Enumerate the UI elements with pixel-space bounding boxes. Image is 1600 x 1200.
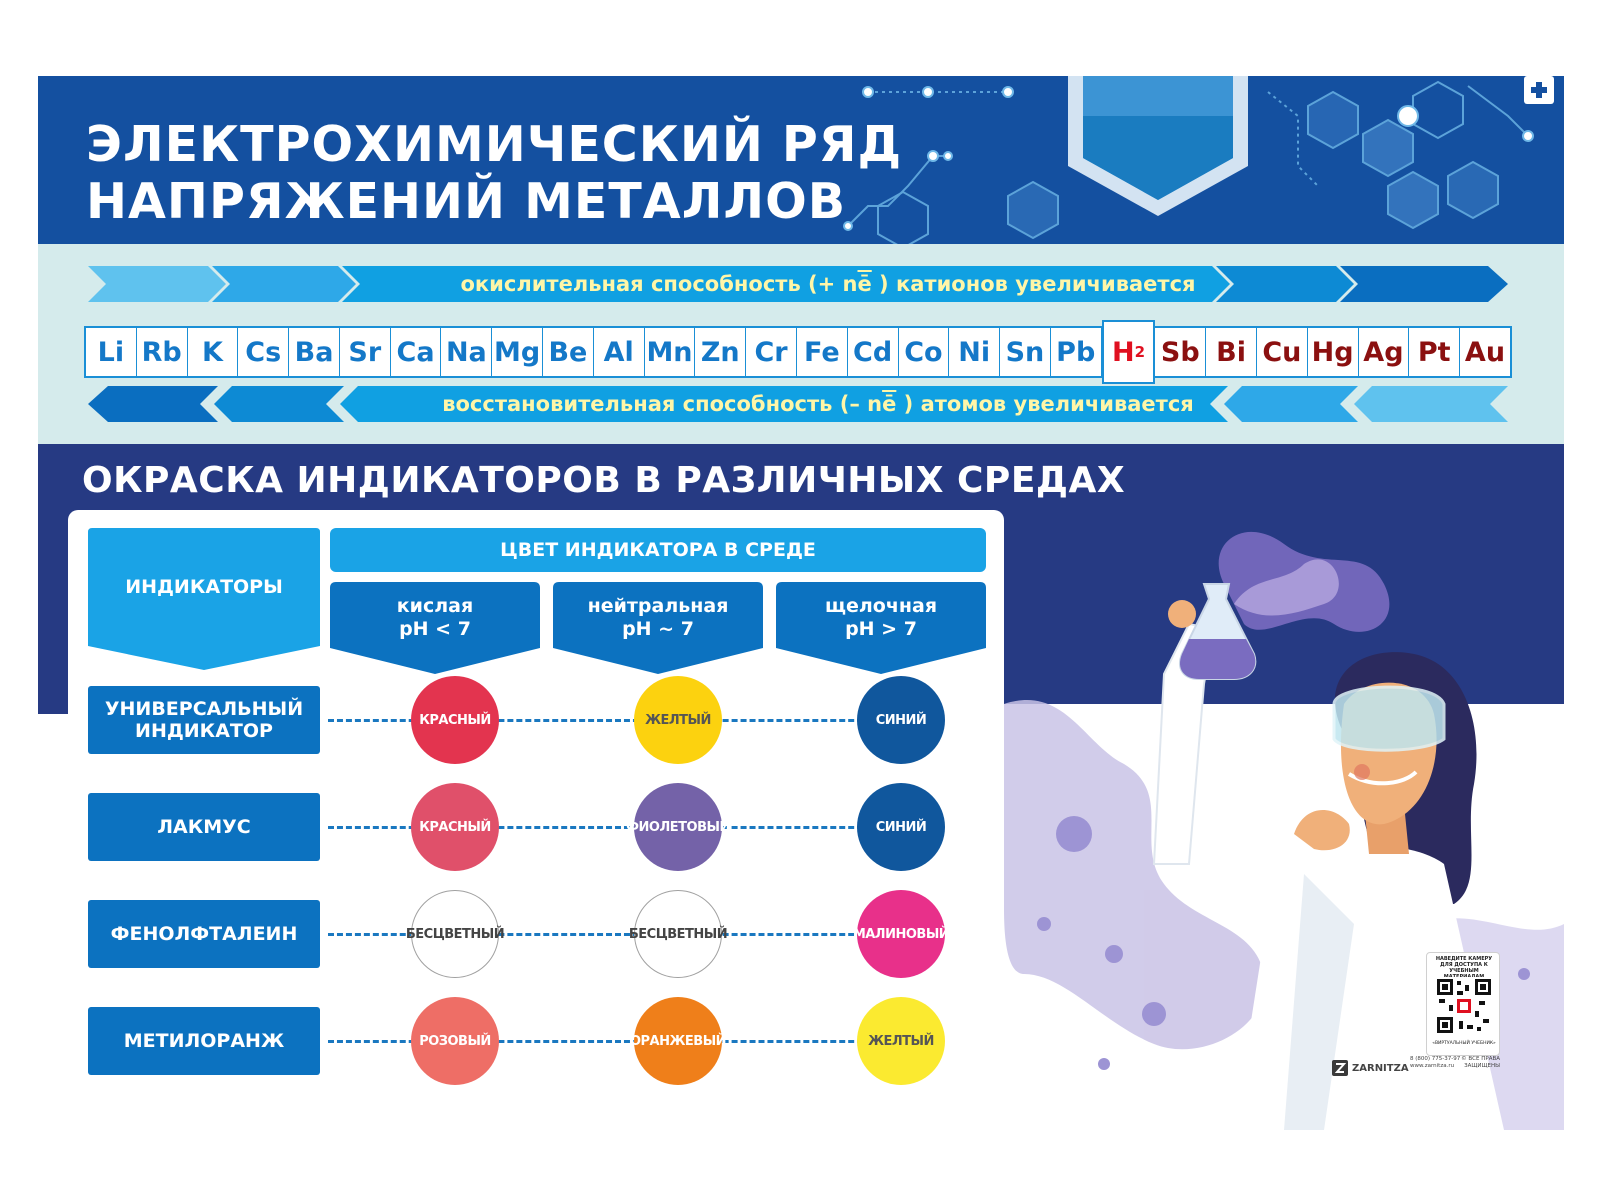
metal-hg: Hg: [1308, 328, 1359, 376]
metal-pb: Pb: [1051, 328, 1102, 376]
brand-name: ZARNITZA: [1352, 1062, 1409, 1074]
metal-ni: Ni: [949, 328, 1001, 376]
header: ЭЛЕКТРОХИМИЧЕСКИЙ РЯД НАПРЯЖЕНИЙ МЕТАЛЛО…: [38, 76, 1564, 244]
indicators-header-shape: [88, 528, 320, 670]
metal-cs: Cs: [238, 328, 290, 376]
row-connector: [328, 933, 908, 936]
color-dot: БЕСЦВЕТНЫЙ: [406, 890, 505, 978]
indicators-header-label: ИНДИКАТОРЫ: [125, 576, 283, 598]
metal-zn: Zn: [695, 328, 747, 376]
phone: 8 (800) 775-37-97: [1410, 1056, 1461, 1062]
metal-ba: Ba: [289, 328, 340, 376]
metal-cu: Cu: [1257, 328, 1308, 376]
indicator-name: ФЕНОЛФТАЛЕИН: [88, 900, 320, 968]
row-connector: [328, 1040, 908, 1043]
color-dot: КРАСНЫЙ: [411, 783, 499, 871]
metal-al: Al: [594, 328, 645, 376]
left-arrows-graphic: [88, 386, 1508, 422]
page-title: ЭЛЕКТРОХИМИЧЕСКИЙ РЯД НАПРЯЖЕНИЙ МЕТАЛЛО…: [86, 116, 902, 230]
env-alkaline-ph: pH > 7: [845, 618, 917, 640]
indicators-header: ИНДИКАТОРЫ: [88, 528, 320, 670]
metal-sb: Sb: [1155, 328, 1207, 376]
hexagon-decor: [843, 76, 1554, 244]
indicator-color-header: ЦВЕТ ИНДИКАТОРА В СРЕДЕ: [330, 528, 986, 572]
metal-sn: Sn: [1000, 328, 1051, 376]
left-backdrop: [38, 714, 68, 1130]
zarnitza-logo-icon: [1332, 1060, 1348, 1076]
env-acidic-name: кислая: [396, 595, 474, 617]
row-connector: [328, 719, 908, 722]
metal-fe: Fe: [797, 328, 848, 376]
title-line-1: ЭЛЕКТРОХИМИЧЕСКИЙ РЯД: [86, 116, 903, 173]
indicator-name: УНИВЕРСАЛЬНЫЙ ИНДИКАТОР: [88, 686, 320, 754]
row-connector: [328, 826, 908, 829]
color-dot: РОЗОВЫЙ: [411, 997, 499, 1085]
rights: © ВСЕ ПРАВА ЗАЩИЩЕНЫ: [1461, 1056, 1500, 1069]
brand[interactable]: ZARNITZA: [1332, 1060, 1409, 1076]
color-dot: КРАСНЫЙ: [411, 676, 499, 764]
indicator-name: ЛАКМУС: [88, 793, 320, 861]
metal-k: K: [188, 328, 239, 376]
color-dot: ЖЕЛТЫЙ: [634, 676, 722, 764]
metal-sr: Sr: [340, 328, 391, 376]
indicator-row: МЕТИЛОРАНЖ РОЗОВЫЙ ОРАНЖЕВЫЙ ЖЕЛТЫЙ: [88, 997, 986, 1085]
metal-na: Na: [441, 328, 493, 376]
metal-mn: Mn: [645, 328, 696, 376]
qr-block[interactable]: НАВЕДИТЕ КАМЕРУ ДЛЯ ДОСТУПА К УЧЕБНЫМ МА…: [1426, 952, 1500, 1056]
metal-au: Au: [1464, 336, 1506, 368]
scientist-illustration: [1004, 531, 1564, 1130]
color-dot: ОРАНЖЕВЫЙ: [630, 997, 727, 1085]
metal-cd: Cd: [848, 328, 899, 376]
color-dot: СИНИЙ: [857, 783, 945, 871]
color-dot: СИНИЙ: [857, 676, 945, 764]
indicator-row: УНИВЕРСАЛЬНЫЙ ИНДИКАТОР КРАСНЫЙ ЖЕЛТЫЙ СИНИ…: [88, 676, 986, 764]
oxidizing-arrow: окислительная способность (+ nē ) катион…: [88, 266, 1508, 302]
color-dot: БЕСЦВЕТНЫЙ: [629, 890, 728, 978]
title-line-2: НАПРЯЖЕНИЙ МЕТАЛЛОВ: [86, 173, 847, 230]
indicators-title: ОКРАСКА ИНДИКАТОРОВ В РАЗЛИЧНЫХ СРЕДАХ: [82, 460, 1126, 501]
color-dot: ЖЕЛТЫЙ: [857, 997, 945, 1085]
color-dot: ФИОЛЕТОВЫЙ: [626, 783, 730, 871]
reducing-arrow: восстановительная способность (– nē ) ат…: [88, 386, 1508, 422]
indicator-name: МЕТИЛОРАНЖ: [88, 1007, 320, 1075]
metal-ag: Ag: [1359, 328, 1410, 376]
oxidizing-arrow-label: окислительная способность (+ nē ) катион…: [460, 272, 1196, 296]
metal-pt: Pt: [1409, 328, 1461, 376]
indicator-row: ФЕНОЛФТАЛЕИН БЕСЦВЕТНЫЙ БЕСЦВЕТНЫЙ МАЛИНОВЫ…: [88, 890, 986, 978]
indicator-row: ЛАКМУС КРАСНЫЙ ФИОЛЕТОВЫЙ СИНИЙ: [88, 783, 986, 871]
metal-co: Co: [899, 328, 950, 376]
right-arrows-graphic: [88, 266, 1508, 302]
color-dot: МАЛИНОВЫЙ: [853, 890, 950, 978]
metal-be: Be: [543, 328, 594, 376]
metal-li: Li: [86, 328, 137, 376]
hydrogen-symbol: H: [1111, 336, 1135, 368]
indicators-section: ОКРАСКА ИНДИКАТОРОВ В РАЗЛИЧНЫХ СРЕДАХ И…: [38, 444, 1564, 1130]
qr-code[interactable]: [1435, 977, 1493, 1035]
poster: ЭЛЕКТРОХИМИЧЕСКИЙ РЯД НАПРЯЖЕНИЙ МЕТАЛЛО…: [38, 76, 1564, 1130]
qr-caption-bottom: «ВИРТУАЛЬНЫЙ УЧЕБНИК»: [1432, 1041, 1496, 1046]
env-alkaline-name: щелочная: [824, 595, 938, 617]
env-neutral-name: нейтральная: [587, 595, 729, 617]
metal-mg: Mg: [492, 328, 544, 376]
plus-icon: [1524, 76, 1554, 104]
metal-bi: Bi: [1206, 328, 1257, 376]
electrochemical-series: окислительная способность (+ nē ) катион…: [38, 244, 1564, 444]
hydrogen-subscript: 2: [1134, 343, 1146, 361]
metal-rb: Rb: [137, 328, 188, 376]
env-acidic-ph: pH < 7: [399, 618, 471, 640]
site[interactable]: www.zarnitza.ru: [1410, 1063, 1455, 1069]
metal-cr: Cr: [746, 328, 797, 376]
contacts: 8 (800) 775-37-97 www.zarnitza.ru: [1410, 1056, 1470, 1070]
indicators-table: ИНДИКАТОРЫ ЦВЕТ ИНДИКАТОРА В СРЕДЕ кисла…: [68, 510, 1004, 1130]
reducing-arrow-label: восстановительная способность (– nē ) ат…: [442, 392, 1194, 416]
env-neutral-ph: pH ~ 7: [622, 618, 694, 640]
metal-ca: Ca: [391, 328, 442, 376]
